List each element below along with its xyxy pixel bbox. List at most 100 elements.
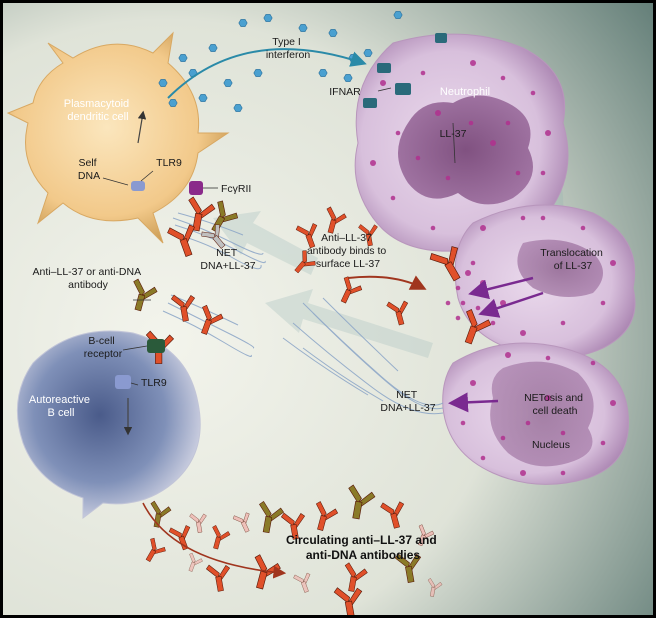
net-top-label: NET DNA+LL-37 [200, 247, 255, 272]
ll37-granule [505, 352, 511, 358]
b-cell-receptor-icon [147, 339, 165, 353]
nucleus-label: Nucleus [532, 439, 570, 451]
interferon-particle [223, 79, 233, 87]
ll37-granule [500, 75, 506, 81]
antibody-glyph [429, 246, 461, 282]
ll37-granule [600, 300, 606, 306]
antibody-glyph [427, 578, 443, 597]
ll37-granule [380, 80, 386, 86]
antibody-glyph [133, 278, 158, 312]
interferon-particle [158, 79, 168, 87]
antibody-glyph [201, 224, 226, 249]
ll37-granule [545, 395, 551, 401]
ll37-granule [560, 320, 566, 326]
fcgr-label: FcγRII [221, 183, 251, 195]
ifnar-receptors [363, 33, 447, 108]
ll37-granule [590, 360, 596, 366]
ll37-granule [468, 120, 474, 126]
circulating-arrow [142, 502, 287, 579]
ll37-granule [490, 140, 496, 146]
ll37-granule [470, 60, 476, 66]
antibody-glyph [464, 309, 492, 345]
ll37-granule [560, 430, 566, 436]
ll37-granule [520, 215, 526, 221]
ll37-granule [520, 470, 526, 476]
interferon-particle [238, 19, 248, 27]
circulating-label: Circulating anti–LL-37 and anti-DNA anti… [286, 533, 440, 562]
ll37-granule [580, 225, 586, 231]
antibody-glyph [170, 294, 196, 322]
antibody-glyph [295, 223, 318, 249]
interferon-particle [328, 29, 338, 37]
ll37-granule [520, 330, 526, 336]
anti-ll37-binds-label: Anti–LL-37 antibody binds to surface LL-… [307, 232, 389, 270]
ll37-granule [465, 270, 471, 276]
antibody-glyph [340, 276, 363, 304]
antibody-glyph [188, 552, 203, 572]
interferon-particle [253, 69, 263, 77]
autoreactive-b-label: Autoreactive B cell [29, 394, 93, 419]
ll37-granule [545, 355, 551, 361]
antibody-glyph [344, 562, 368, 592]
antibody-glyph [201, 304, 224, 335]
antibody-glyph [294, 250, 316, 274]
ll37-granule [610, 400, 616, 406]
antibody-glyph [326, 206, 347, 234]
ll37-granule [525, 420, 531, 426]
tlr9-pdc-label: TLR9 [156, 157, 182, 169]
ll37-granule [505, 120, 511, 126]
interferon-particle [363, 49, 373, 57]
tlr9-icon-pdc [131, 181, 145, 191]
ll37-granule [445, 300, 451, 306]
fcgr-receptor [189, 181, 203, 195]
ll37-granule [460, 420, 466, 426]
neutrophil-nucleus [398, 95, 533, 205]
ll37-granule [420, 70, 426, 76]
antibody-glyph [212, 524, 231, 550]
ll37-granule [515, 170, 521, 176]
neutrophil-translocation [454, 204, 636, 359]
ll37-granule [445, 175, 451, 181]
interferon-particle [343, 74, 353, 82]
antibody-glyphs [133, 196, 492, 615]
pathogenesis-diagram: Plasmacytoid dendritic cell Type I inter… [3, 3, 653, 615]
ll37-granule [455, 315, 461, 321]
antibody-glyph [189, 513, 207, 533]
antibody-glyph [280, 512, 306, 540]
antibody-glyph [145, 537, 166, 563]
ll37-granule [390, 195, 396, 201]
netosis-cell [442, 342, 629, 485]
antibody-glyph [293, 572, 311, 593]
ll37-granule [470, 260, 476, 266]
interferon-particle [263, 14, 273, 22]
antibody-glyph [205, 564, 231, 592]
type1-interferon-label: Type I interferon [266, 36, 311, 61]
ll37-granule [415, 155, 421, 161]
leader-lines [102, 87, 456, 386]
ifn-arrow [167, 48, 367, 99]
ll37-granule [480, 455, 486, 461]
ifnar-label: IFNAR [329, 86, 361, 98]
diagram-frame: Plasmacytoid dendritic cell Type I inter… [3, 3, 653, 615]
interferon-particle [168, 99, 178, 107]
translocation-label: Translocation of LL-37 [540, 247, 606, 272]
interferon-particle [318, 69, 328, 77]
antibody-glyph [315, 501, 339, 531]
translocation-arrows [448, 276, 544, 413]
anti-ll37-dna-label: Anti–LL-37 or anti-DNA antibody [33, 266, 144, 291]
ll37-granule [430, 225, 436, 231]
ll37-granule [475, 305, 481, 311]
antibody-glyph [386, 300, 409, 326]
ll37-label: LL-37 [440, 128, 467, 140]
netosis-label: NETosis and cell death [524, 392, 586, 417]
interferon-particle [393, 11, 403, 19]
interferon-particle [298, 24, 308, 32]
antibody-glyph [167, 224, 195, 257]
ll37-granule [460, 300, 466, 306]
ll37-granule [490, 320, 496, 326]
plasmacytoid-dendritic-cell [6, 31, 230, 244]
ll37-granule [395, 130, 401, 136]
antibody-glyph [333, 587, 363, 615]
self-dna-label: Self DNA [78, 157, 100, 182]
binding-arrow [347, 275, 427, 290]
